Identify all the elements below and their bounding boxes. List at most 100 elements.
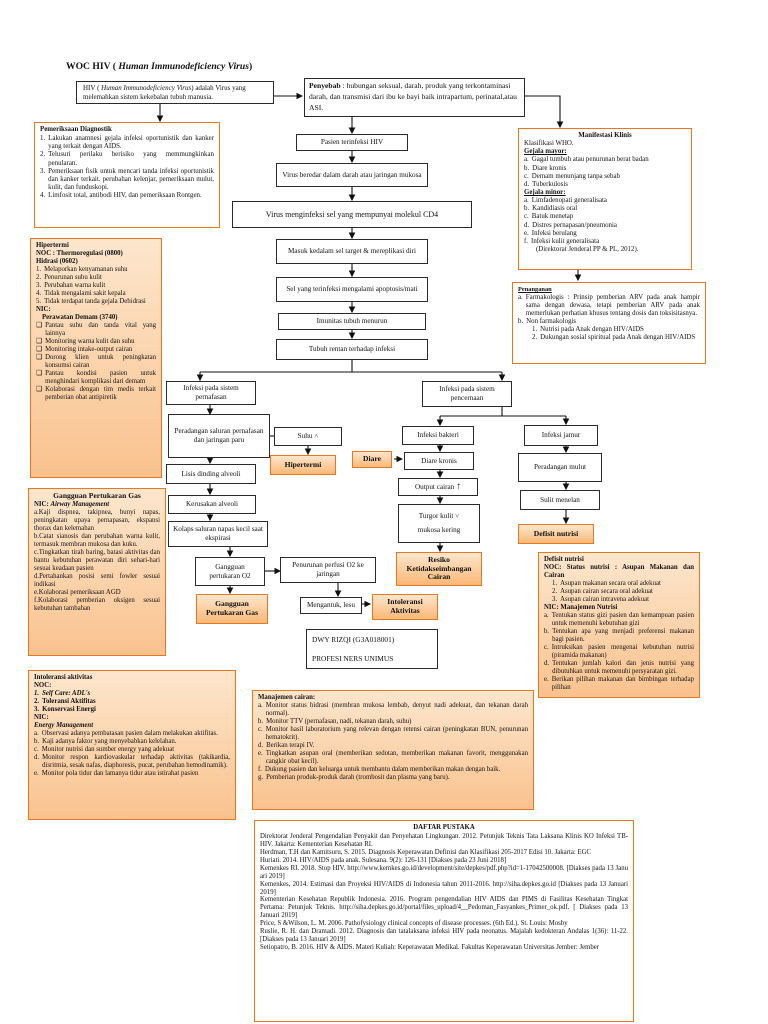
title-prefix: WOC HIV ( [66,61,116,72]
flow-gangguan-o2: Gangguan pertukaran O2 [195,557,265,586]
flow-kerusakan: Kerusakan alveoli [168,495,256,514]
mayor-item: b.Diare kronis [524,164,567,172]
tag-diare: Diare [352,451,392,468]
hipertermi-act: ❏Monitoring intake-output cairan [36,346,133,354]
tag-gangguan-pertukaran-gas: Gangguan Pertukaran Gas [196,594,268,624]
penanganan-a: a.Farmakologis : Prinsip pemberian ARV p… [518,293,700,317]
gas-item: f.Kolaborasi pemberian oksigen sesuai ke… [34,597,160,613]
mayor-label: Gejala mayor: [524,148,567,156]
gas-title: Gangguan Pertukaran Gas [53,491,141,500]
tag-hipertermi: Hipertermi [270,455,336,475]
title-suffix: ) [248,61,253,72]
flow-virus-beredar: Virus beredar dalam darah atau jaringan … [276,163,428,187]
flow-apoptosis: Sel yang terinfeksi mengalami apoptosis/… [276,277,428,302]
defisit-outcome: 2.Asupan cairan secara oral adekuat [552,588,653,596]
intoleransi-panel: Intoleransi aktivitas NOC: 1.Self Care: … [28,670,236,820]
hipertermi-act: ❏Pantau suhu dan tanda vital yang lainny… [36,322,156,338]
minor-item: b.Kandidiasis oral [524,205,578,213]
cairan-item: g.Pemberian produk-produk darah (trombos… [258,774,450,782]
reference-item: Herdman, T.H dan Kamitsuru, S. 2015. Dia… [260,848,592,856]
flow-penurunan-perfusi: Penurunan perfusi O2 ke jaringan [280,557,376,583]
minor-item: d.Distres pernapasan/pneumonia [524,221,617,229]
penanganan-title: Penanganan [518,286,552,293]
cairan-panel: Manajemen cairan: a.Monitor status hidra… [252,690,534,810]
gas-panel: Gangguan Pertukaran Gas NIC: Airway Mana… [28,488,166,656]
defisit-act: d.Tentukan jumlah kalori dan jenis nutri… [544,660,694,676]
defisit-act: a.Tentukan status gizi pasien dan kemamp… [544,612,694,628]
credit-name: DWY RIZQI (G3A018001) [312,635,395,644]
penanganan-b: b.Non farmakologis [518,317,577,325]
hipertermi-outcome: 3.Perubahan warna kulit [36,282,106,290]
cairan-item: a.Monitor status hidrasi (membran mukosa… [258,702,528,718]
diagnostik-item: 3.Pemeriksaan fisik untuk mencari tanda … [40,167,214,191]
gas-item: c.Tingkatkan tirah baring, batasi aktivi… [34,549,160,573]
hipertermi-outcome: 4.Tidak mengalami sakit kepala [36,290,126,298]
up-arrow-icon: ↑ [456,481,462,492]
flow-infeksi-pencernaan: Infeksi pada sistem pencernaan [422,381,512,407]
defisit-nic: NIC: Manajemen Nutrisi [544,604,618,612]
hipertermi-hidrasi: Hidrasi (0602) [36,258,78,266]
credit-institution: PROFESI NERS UNIMUS [312,654,394,664]
manifestasi-title: Manifestasi Klinis [578,132,632,139]
manifestasi-sub: Klasifikasi WHO. [524,140,574,148]
cairan-title: Manajemen cairan: [258,694,316,701]
gas-nic: NIC: [34,500,51,508]
defisit-act: b.Tentukan apa yang menjadi preferensi m… [544,628,694,644]
minor-item: a.Limfadenopati generalisata [524,197,607,205]
intoleransi-act: a.Observasi adanya pembatasan pasien dal… [34,730,218,738]
defisit-outcome: 3.Asupan cairan intravena adekuat [552,596,649,604]
cairan-item: d.Berikan terapi IV. [258,742,315,750]
penyebab-box: Penyebab : hubungan seksual, darah, prod… [304,78,525,117]
tag-defisit-nutrisi: Defisit nutrisi [518,524,594,544]
pustaka-title: DAFTAR PUSTAKA [413,824,475,831]
hipertermi-title: Hipertermi [36,242,69,249]
penanganan-b1: 1.Nutrisi pada Anak dengan HIV/AIDS [532,326,644,334]
mayor-item: a.Gagal tumbuh atau penurunan berat bada… [524,156,649,164]
tag-resiko-cairan: Resiko Ketidakseimbangan Cairan [396,552,482,586]
intoleransi-noc-item: 1.Self Care: ADL's [34,690,91,698]
minor-item: e.Infeksi berulang [524,229,577,237]
flow-output-cairan: Output cairan ↑ [398,478,478,496]
page-title: WOC HIV ( Human Immunodeficiency Virus) [66,61,252,72]
diagnostik-item: 1.Lakukan anamnesi gejala infeksi oportu… [40,135,214,151]
mayor-item: c.Demam menunjang tanpa sebab [524,172,620,180]
hipertermi-act: ❏Kolaborasi dengan tim medis terkait pem… [36,386,156,402]
minor-item: c.Batuk menetap [524,213,574,221]
title-italic: Human Immunodeficiency Virus [115,61,249,72]
flow-peradangan-mulut: Peradangan mulut [518,453,602,482]
hipertermi-noc: NOC : Thermoregulasi (0800) [36,250,123,258]
reference-item[interactable]: Kementerian Kesehatan Republik Indonesia… [260,896,628,920]
penyebab-label: Penyebab [309,81,341,90]
diagnostik-item: 4.Limfosit total, antibodi HIV, dan peme… [40,192,202,200]
defisit-noc: NOC: Status nutrisi : Asupan Makanan dan… [544,564,694,580]
definition-p2: Human Immunodeficiency Virus [101,84,192,92]
cairan-item: f.Dukung pasien dan keluarga untuk memba… [258,766,501,774]
reference-item: Huriati. 2014. HIV/AIDS pada anak. Sules… [260,856,507,864]
minor-item: f.Infeksi kulit generalisata [524,237,600,245]
cairan-item: e.Tingkatkan asupan oral (memberikan sed… [258,750,528,766]
intoleransi-nic2: Energy Management [34,722,94,730]
reference-item[interactable]: Kemenkes RI. 2018. Stop HIV. http://www.… [260,864,628,880]
hipertermi-outcome: 5.Tidak terdapat tanda gejala Dehidrasi [36,298,146,306]
flow-infeksi-jamur: Infeksi jamur [524,425,598,446]
flow-infeksi-pernafasan: Infeksi pada sistem pernafasan [166,381,256,405]
minor-label: Gejala minor: [524,188,566,196]
flow-diare-kronis: Diare kronis [404,452,474,470]
gas-item: b.Catat sianosis dan perubahan warna kul… [34,533,160,549]
credits-box: DWY RIZQI (G3A018001) PROFESI NERS UNIMU… [306,629,438,669]
defisit-panel: Defisit nutrisi NOC: Status nutrisi : As… [538,552,700,698]
manifestasi-source: (Direktorat Jenderal PP & PL, 2012). [536,245,639,253]
mayor-item: d.Tuberkulosis [524,180,568,188]
defisit-act: c.Intruksikan pasien mengenai kebutuhan … [544,644,694,660]
turgor-line2: mukosa kering [417,526,461,534]
intoleransi-act: e.Monitor pola tidur dan lamanya tidur a… [34,770,199,778]
flow-mengantuk: Mengantuk, lesu [300,597,362,614]
flow-sulit-menelan: Sulit menelan [520,490,600,510]
flow-rentan: Tubuh rentan terhadap infeksi [276,339,428,360]
hipertermi-panel: Hipertermi NOC : Thermoregulasi (0800) H… [30,238,162,478]
hipertermi-nic2: Perawatan Demam (3740) [42,314,118,322]
defisit-act: e.Berikan pilihan makanan dan bimbingan … [544,676,694,692]
reference-item: Direktorat Jenderal Pengendalian Penyaki… [260,832,628,848]
reference-item[interactable]: Kemenkes, 2014. Estimasi dan Proyeksi HI… [260,880,628,896]
intoleransi-title: Intoleransi aktivitas [34,674,93,681]
